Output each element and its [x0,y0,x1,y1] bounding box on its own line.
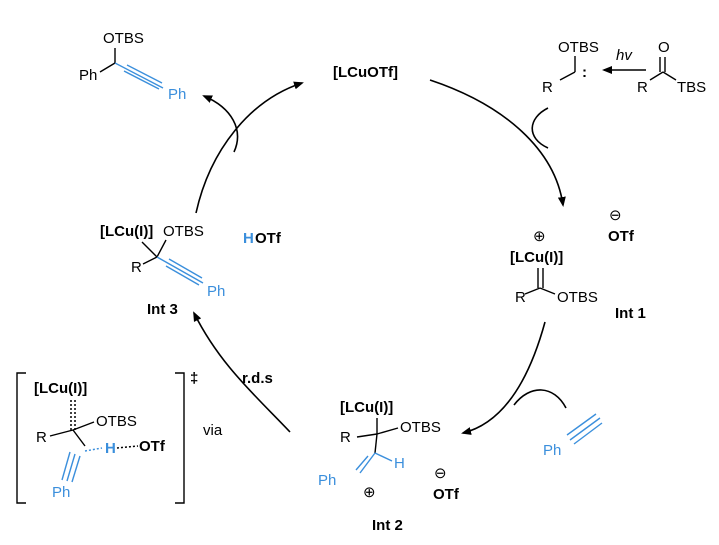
cycle-arrow-int2-to-int3 [193,311,291,433]
acylsilane-precursor: OTBS R : hv O R TBS [542,39,706,96]
acyl-o: O [658,39,670,56]
int2-lcu: [LCu(I)] [340,399,393,416]
int1-otf: OTf [608,228,635,245]
int3-label: Int 3 [147,301,178,318]
hotf-h: H [243,230,254,247]
int3-lcu: [LCu(I)] [100,223,153,240]
alkyne-entry-arrow [513,389,567,409]
ts-r: R [36,429,47,446]
hv-label: hv [616,47,633,64]
int2-otf: OTf [433,486,460,503]
int1-lcu: [LCu(I)] [510,249,563,266]
int3-ph: Ph [207,283,225,300]
rds-label: r.d.s [242,370,273,387]
int2-r: R [340,429,351,446]
ts-bracket-right [175,372,185,504]
int2-label: Int 2 [372,517,403,534]
ts-otbs: OTBS [96,413,137,430]
int1-label: Int 1 [615,305,646,322]
ts-otf: OTf [139,438,166,455]
ts-h: H [105,440,116,457]
precursor-otbs: OTBS [558,39,599,56]
int2-structure: [LCu(I)] R OTBS H Ph ⊕ ⊖ OTf Int 2 [318,399,460,534]
cycle-arrow-catalyst-to-int1 [429,79,566,207]
int1-otf-charge: ⊖ [609,207,622,224]
catalyst-label: [LCuOTf] [333,64,398,81]
transition-state: ‡ via [LCu(I)] R OTBS H OTf Ph [16,370,223,504]
int3-r: R [131,259,142,276]
product-exit-arrow [202,95,239,153]
int2-ph: Ph [318,472,336,489]
int1-plus: ⊕ [533,228,546,245]
int2-otf-charge: ⊖ [434,465,447,482]
carbene-lone-pair: : [582,64,587,81]
int3-otbs: OTBS [163,223,204,240]
product-otbs: OTBS [103,30,144,47]
cycle-arrow-int3-to-catalyst [195,81,304,214]
int1-structure: ⊕ [LCu(I)] R OTBS ⊖ OTf Int 1 [510,207,646,322]
int3-structure: [LCu(I)] OTBS R Ph H OTf Int 3 [100,223,282,318]
int2-h: H [394,455,405,472]
acyl-tbs: TBS [677,79,706,96]
ts-lcu: [LCu(I)] [34,380,87,397]
ts-bracket-left [16,372,26,504]
alkyne-ph: Ph [543,442,561,459]
cycle-arrow-int1-to-int2 [461,321,546,435]
carbene-entry-arrow [531,107,549,149]
int1-r: R [515,289,526,306]
ts-ph: Ph [52,484,70,501]
product-structure: OTBS Ph Ph [79,30,186,103]
hotf-otf: OTf [255,230,282,247]
int2-otbs: OTBS [400,419,441,436]
int2-plus: ⊕ [363,484,376,501]
product-ph: Ph [79,67,97,84]
int1-otbs: OTBS [557,289,598,306]
precursor-r: R [542,79,553,96]
ts-dagger: ‡ [190,370,198,387]
acyl-r: R [637,79,648,96]
product-ph-blue: Ph [168,86,186,103]
phenylacetylene: Ph [543,413,603,459]
ts-via: via [203,422,223,439]
